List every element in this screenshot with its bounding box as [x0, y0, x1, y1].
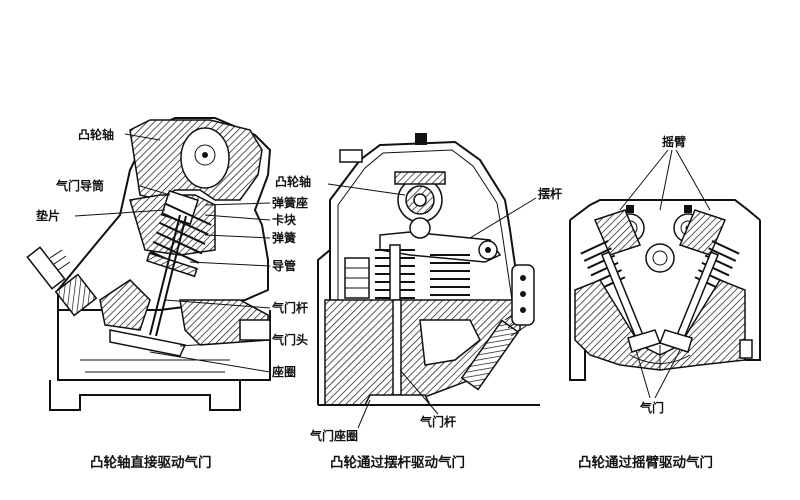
label-valve-head: 气门头 [271, 332, 308, 347]
label-seat-ring: 座圈 [271, 364, 296, 379]
label-guide: 导管 [272, 258, 296, 273]
valve-right-right-panel [659, 251, 719, 353]
label-valve-seat-ring: 气门座圈 [309, 428, 358, 443]
caption-right: 凸轮通过摇臂驱动气门 [578, 454, 713, 471]
valve-spring-right [430, 254, 470, 296]
label-valve-guide-tube: 气门导筒 [55, 178, 104, 193]
label-rocker-arm: 摇臂 [662, 134, 686, 149]
label-retainer: 卡块 [272, 212, 297, 227]
label-camshaft-middle: 凸轮轴 [275, 174, 311, 189]
spark-plug-middle [460, 264, 535, 391]
label-valve-stem-middle: 气门杆 [419, 414, 456, 429]
spark-plug [26, 246, 98, 317]
caption-left: 凸轮轴直接驱动气门 [90, 454, 212, 471]
left-engine-drawing [26, 117, 272, 411]
label-valve-stem-left: 气门杆 [271, 300, 308, 315]
middle-engine-drawing [317, 133, 540, 429]
label-spring: 弹簧 [272, 230, 296, 245]
label-shim: 垫片 [36, 208, 60, 223]
valve-left-right-panel [601, 251, 661, 353]
label-spring-seat: 弹簧座 [272, 195, 308, 210]
label-rocker-lever: 摆杆 [538, 186, 562, 201]
right-engine-drawing [569, 149, 761, 399]
label-camshaft-left: 凸轮轴 [78, 127, 114, 142]
valve [109, 214, 187, 357]
caption-middle: 凸轮通过摆杆驱动气门 [330, 454, 465, 471]
valve-stem-middle [392, 299, 402, 396]
label-valve-right: 气门 [639, 400, 664, 415]
